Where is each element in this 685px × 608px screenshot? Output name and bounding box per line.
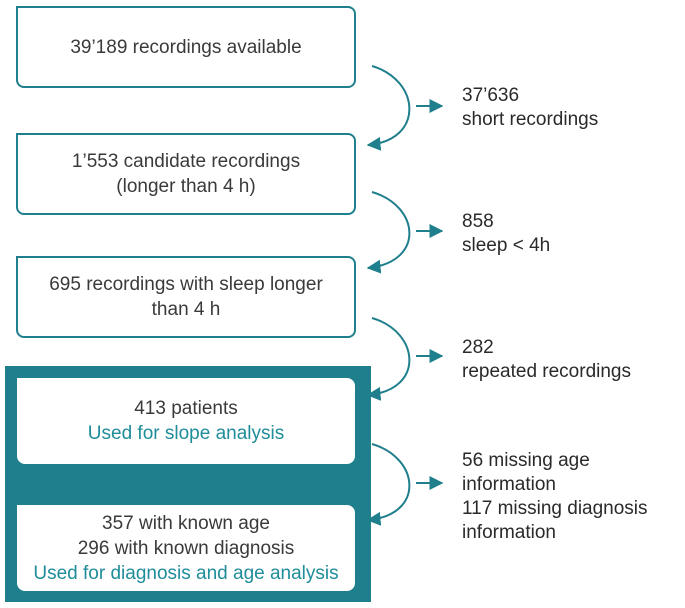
- exclusion-text: repeated recordings: [462, 361, 631, 382]
- exclusion-sleep-under-4h: 858 sleep < 4h: [462, 210, 550, 258]
- box-text: 695 recordings with sleep longer: [49, 274, 323, 295]
- exclusion-text: short recordings: [462, 109, 599, 130]
- exclusion-text: information: [462, 522, 556, 543]
- exclusion-text: 37’636: [462, 85, 520, 106]
- exclusion-text: sleep < 4h: [462, 235, 551, 256]
- box-note: Used for slope analysis: [87, 423, 285, 444]
- box-candidate-recordings: 1’553 candidate recordings (longer than …: [16, 133, 356, 215]
- exclusion-repeated-recordings: 282 repeated recordings: [462, 336, 631, 384]
- box-note: Used for diagnosis and age analysis: [33, 562, 339, 584]
- box-text: 296 with known diagnosis: [77, 537, 295, 559]
- exclusion-text: 858: [462, 211, 494, 232]
- exclusion-short-recordings: 37’636 short recordings: [462, 84, 598, 132]
- box-known-age-diagnosis: 357 with known age 296 with known diagno…: [17, 505, 355, 591]
- box-text: than 4 h: [151, 299, 221, 320]
- box-sleep-longer: 695 recordings with sleep longer than 4 …: [16, 256, 356, 338]
- box-text: 39’189 recordings available: [70, 36, 302, 58]
- box-recordings-available: 39’189 recordings available: [16, 6, 356, 88]
- box-text: (longer than 4 h): [116, 176, 256, 197]
- arrow-curve-4: [366, 443, 411, 526]
- box-text: 1’553 candidate recordings: [71, 151, 301, 172]
- exclusion-text: 117 missing diagnosis: [462, 498, 648, 519]
- exclusion-text: 56 missing age information: [462, 450, 590, 495]
- exclusion-text: 282: [462, 337, 494, 358]
- arrow-curve-2: [366, 191, 411, 274]
- box-text: 413 patients: [134, 398, 238, 419]
- exclusion-missing-information: 56 missing age information 117 missing d…: [462, 449, 685, 545]
- arrow-curve-1: [366, 65, 411, 151]
- arrow-curve-3: [366, 317, 411, 401]
- box-patients: 413 patients Used for slope analysis: [17, 378, 355, 464]
- box-text: 357 with known age: [102, 512, 270, 534]
